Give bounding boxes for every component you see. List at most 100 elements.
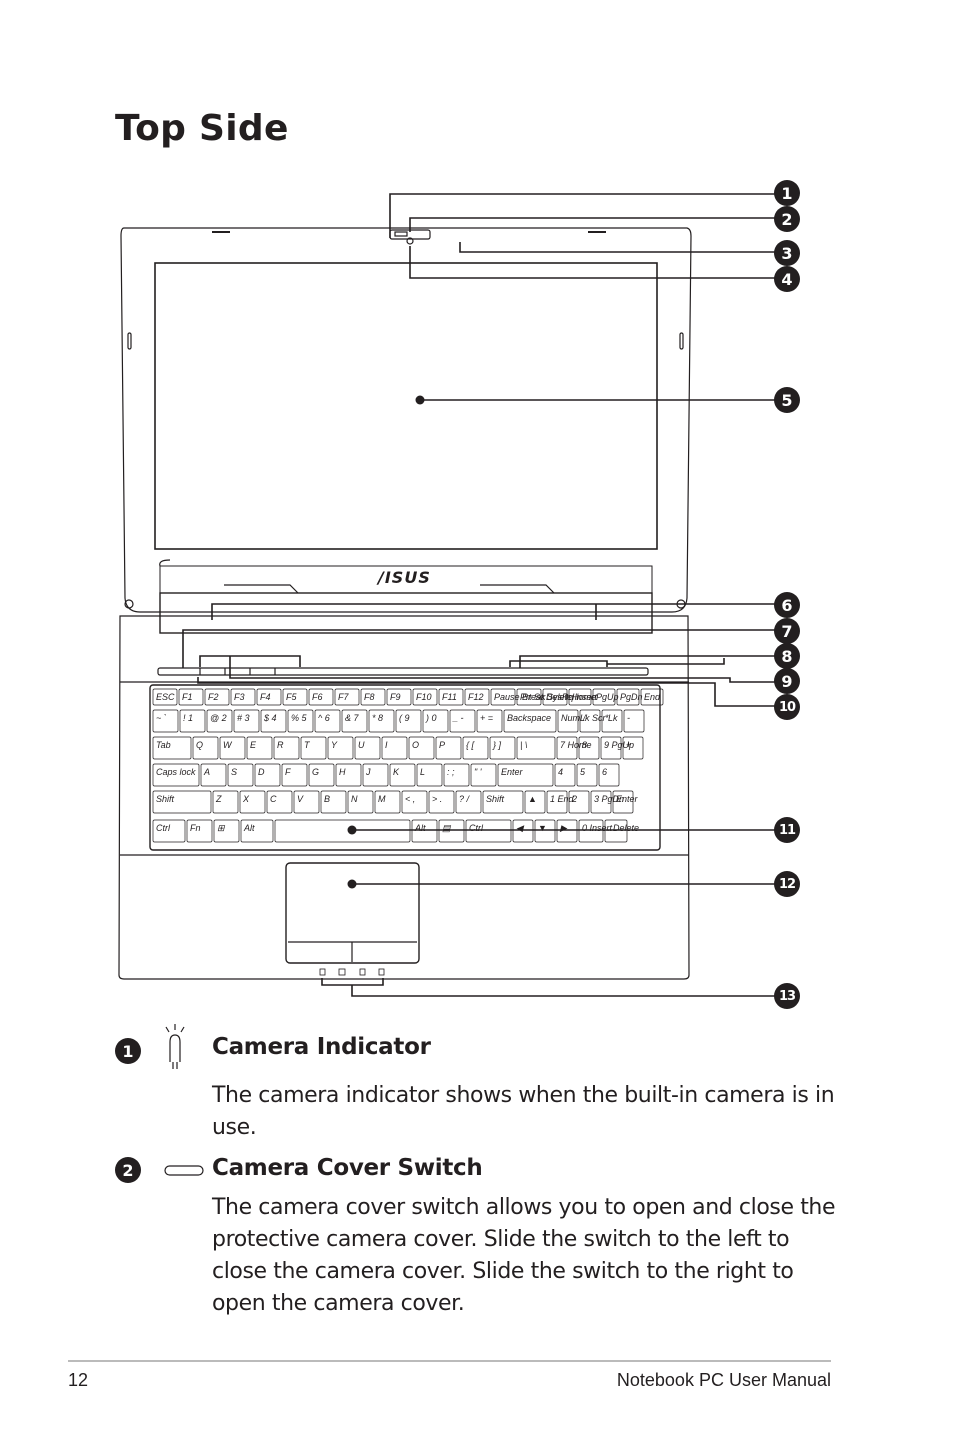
svg-text:{ [: { [ xyxy=(466,740,476,750)
keyboard-key: { [ xyxy=(462,736,489,760)
svg-text:ESC: ESC xyxy=(156,692,175,702)
keyboard-key: ◀ xyxy=(512,819,534,843)
svg-text:N: N xyxy=(351,794,358,804)
keyboard-key: Ctrl xyxy=(152,819,186,843)
keyboard-key: F12 xyxy=(464,688,490,706)
svg-text:F11: F11 xyxy=(442,692,457,702)
keyboard-key: M xyxy=(374,790,401,814)
keyboard-key: Fn xyxy=(186,819,213,843)
svg-text:4: 4 xyxy=(558,767,563,777)
keyboard-key: / xyxy=(579,709,601,733)
svg-text:Alt: Alt xyxy=(243,823,255,833)
svg-text:Backspace: Backspace xyxy=(507,713,551,723)
keyboard-key: Prt Sc SysRq xyxy=(516,688,574,706)
svg-text:A: A xyxy=(203,767,210,777)
keyboard-key: PgDn xyxy=(616,688,643,706)
svg-text:J: J xyxy=(365,767,371,777)
svg-text:8: 8 xyxy=(582,740,587,750)
svg-text:_ -: _ - xyxy=(452,713,464,723)
item-number-badge: 1 xyxy=(115,1038,141,1064)
svg-text:| \: | \ xyxy=(520,740,528,750)
keyboard-key: F8 xyxy=(360,688,386,706)
svg-text:▤: ▤ xyxy=(442,823,452,833)
keyboard-key: Backspace xyxy=(503,709,557,733)
svg-text:F: F xyxy=(285,767,291,777)
keyboard-key: + xyxy=(622,736,644,760)
svg-text:L: L xyxy=(420,767,425,777)
keyboard-key: F3 xyxy=(230,688,256,706)
keyboard-key: $ 4 xyxy=(260,709,287,733)
keyboard-key: Y xyxy=(327,736,354,760)
svg-text:" ': " ' xyxy=(474,767,482,777)
camera-cover-switch-icon xyxy=(164,1165,204,1176)
svg-text:3 PgDn: 3 PgDn xyxy=(594,794,624,804)
figure-callout-9: 9 xyxy=(774,668,800,694)
keyboard-key: L xyxy=(416,763,443,787)
svg-text:? /: ? / xyxy=(459,794,471,804)
keyboard-key: X xyxy=(239,790,266,814)
keyboard-key: H xyxy=(335,763,362,787)
svg-text:/: / xyxy=(582,713,587,723)
keyboard-key: ▶ xyxy=(556,819,578,843)
svg-text:X: X xyxy=(242,794,250,804)
brand-logo: /ISUS xyxy=(376,568,431,587)
keyboard-key: F5 xyxy=(282,688,308,706)
keyboard-key: 5 xyxy=(576,763,598,787)
figure-callout-5: 5 xyxy=(774,387,800,413)
svg-text:Q: Q xyxy=(196,740,203,750)
svg-text:F1: F1 xyxy=(182,692,193,702)
svg-text:Home: Home xyxy=(572,692,596,702)
svg-text:+: + xyxy=(626,740,631,750)
svg-text:: ;: : ; xyxy=(447,767,455,777)
svg-text:W: W xyxy=(223,740,233,750)
keyboard-key: _ - xyxy=(449,709,476,733)
svg-text:◀: ◀ xyxy=(516,823,525,833)
svg-text:6: 6 xyxy=(602,767,607,777)
keyboard-key: Pause Break xyxy=(490,688,546,706)
keyboard-key: ⊞ xyxy=(213,819,240,843)
camera-cover-switch-description: The camera cover switch allows you to op… xyxy=(212,1195,836,1316)
svg-text:K: K xyxy=(393,767,400,777)
keyboard-key: B xyxy=(320,790,347,814)
keyboard-key: Shift xyxy=(152,790,212,814)
svg-text:E: E xyxy=(250,740,257,750)
keyboard-key: - xyxy=(623,709,645,733)
svg-text:Y: Y xyxy=(331,740,338,750)
svg-text:F10: F10 xyxy=(416,692,432,702)
keyboard-key: Enter xyxy=(612,790,639,814)
svg-text:S: S xyxy=(231,767,237,777)
svg-text:PgDn: PgDn xyxy=(620,692,643,702)
figure-callout-11: 11 xyxy=(774,817,800,843)
keyboard-key: O xyxy=(408,736,435,760)
svg-text:9 PgUp: 9 PgUp xyxy=(604,740,634,750)
keyboard-key: ▲ xyxy=(524,790,546,814)
svg-text:Delete Insert: Delete Insert xyxy=(546,692,598,702)
keyboard-key: & 7 xyxy=(341,709,368,733)
svg-text:Enter: Enter xyxy=(501,767,524,777)
keyboard-key: T xyxy=(300,736,327,760)
keyboard-key: 1 End xyxy=(546,790,575,814)
touchpad xyxy=(285,862,420,964)
footer-rule xyxy=(68,1360,831,1362)
keyboard-key: 7 Home xyxy=(556,736,592,760)
svg-text:$ 4: $ 4 xyxy=(263,713,277,723)
keyboard-key: 4 xyxy=(554,763,576,787)
figure-callout-12: 12 xyxy=(774,871,800,897)
keyboard-key: R xyxy=(273,736,300,760)
laptop-base xyxy=(118,615,690,980)
figure-callout-7: 7 xyxy=(774,618,800,644)
keyboard-key: Ctrl xyxy=(465,819,512,843)
keyboard-key: End xyxy=(640,688,664,706)
keyboard-key: ! 1 xyxy=(179,709,206,733)
keyboard-key: ▤ xyxy=(438,819,465,843)
svg-text:2: 2 xyxy=(571,794,577,804)
figure-callout-4: 4 xyxy=(774,266,800,292)
svg-text:Ctrl: Ctrl xyxy=(469,823,484,833)
svg-text:*: * xyxy=(605,713,609,723)
svg-text:O: O xyxy=(412,740,419,750)
svg-text:M: M xyxy=(378,794,386,804)
page-title: Top Side xyxy=(115,108,289,149)
svg-text:P: P xyxy=(439,740,445,750)
keyboard-key xyxy=(274,819,411,843)
keyboard-key: # 3 xyxy=(233,709,260,733)
